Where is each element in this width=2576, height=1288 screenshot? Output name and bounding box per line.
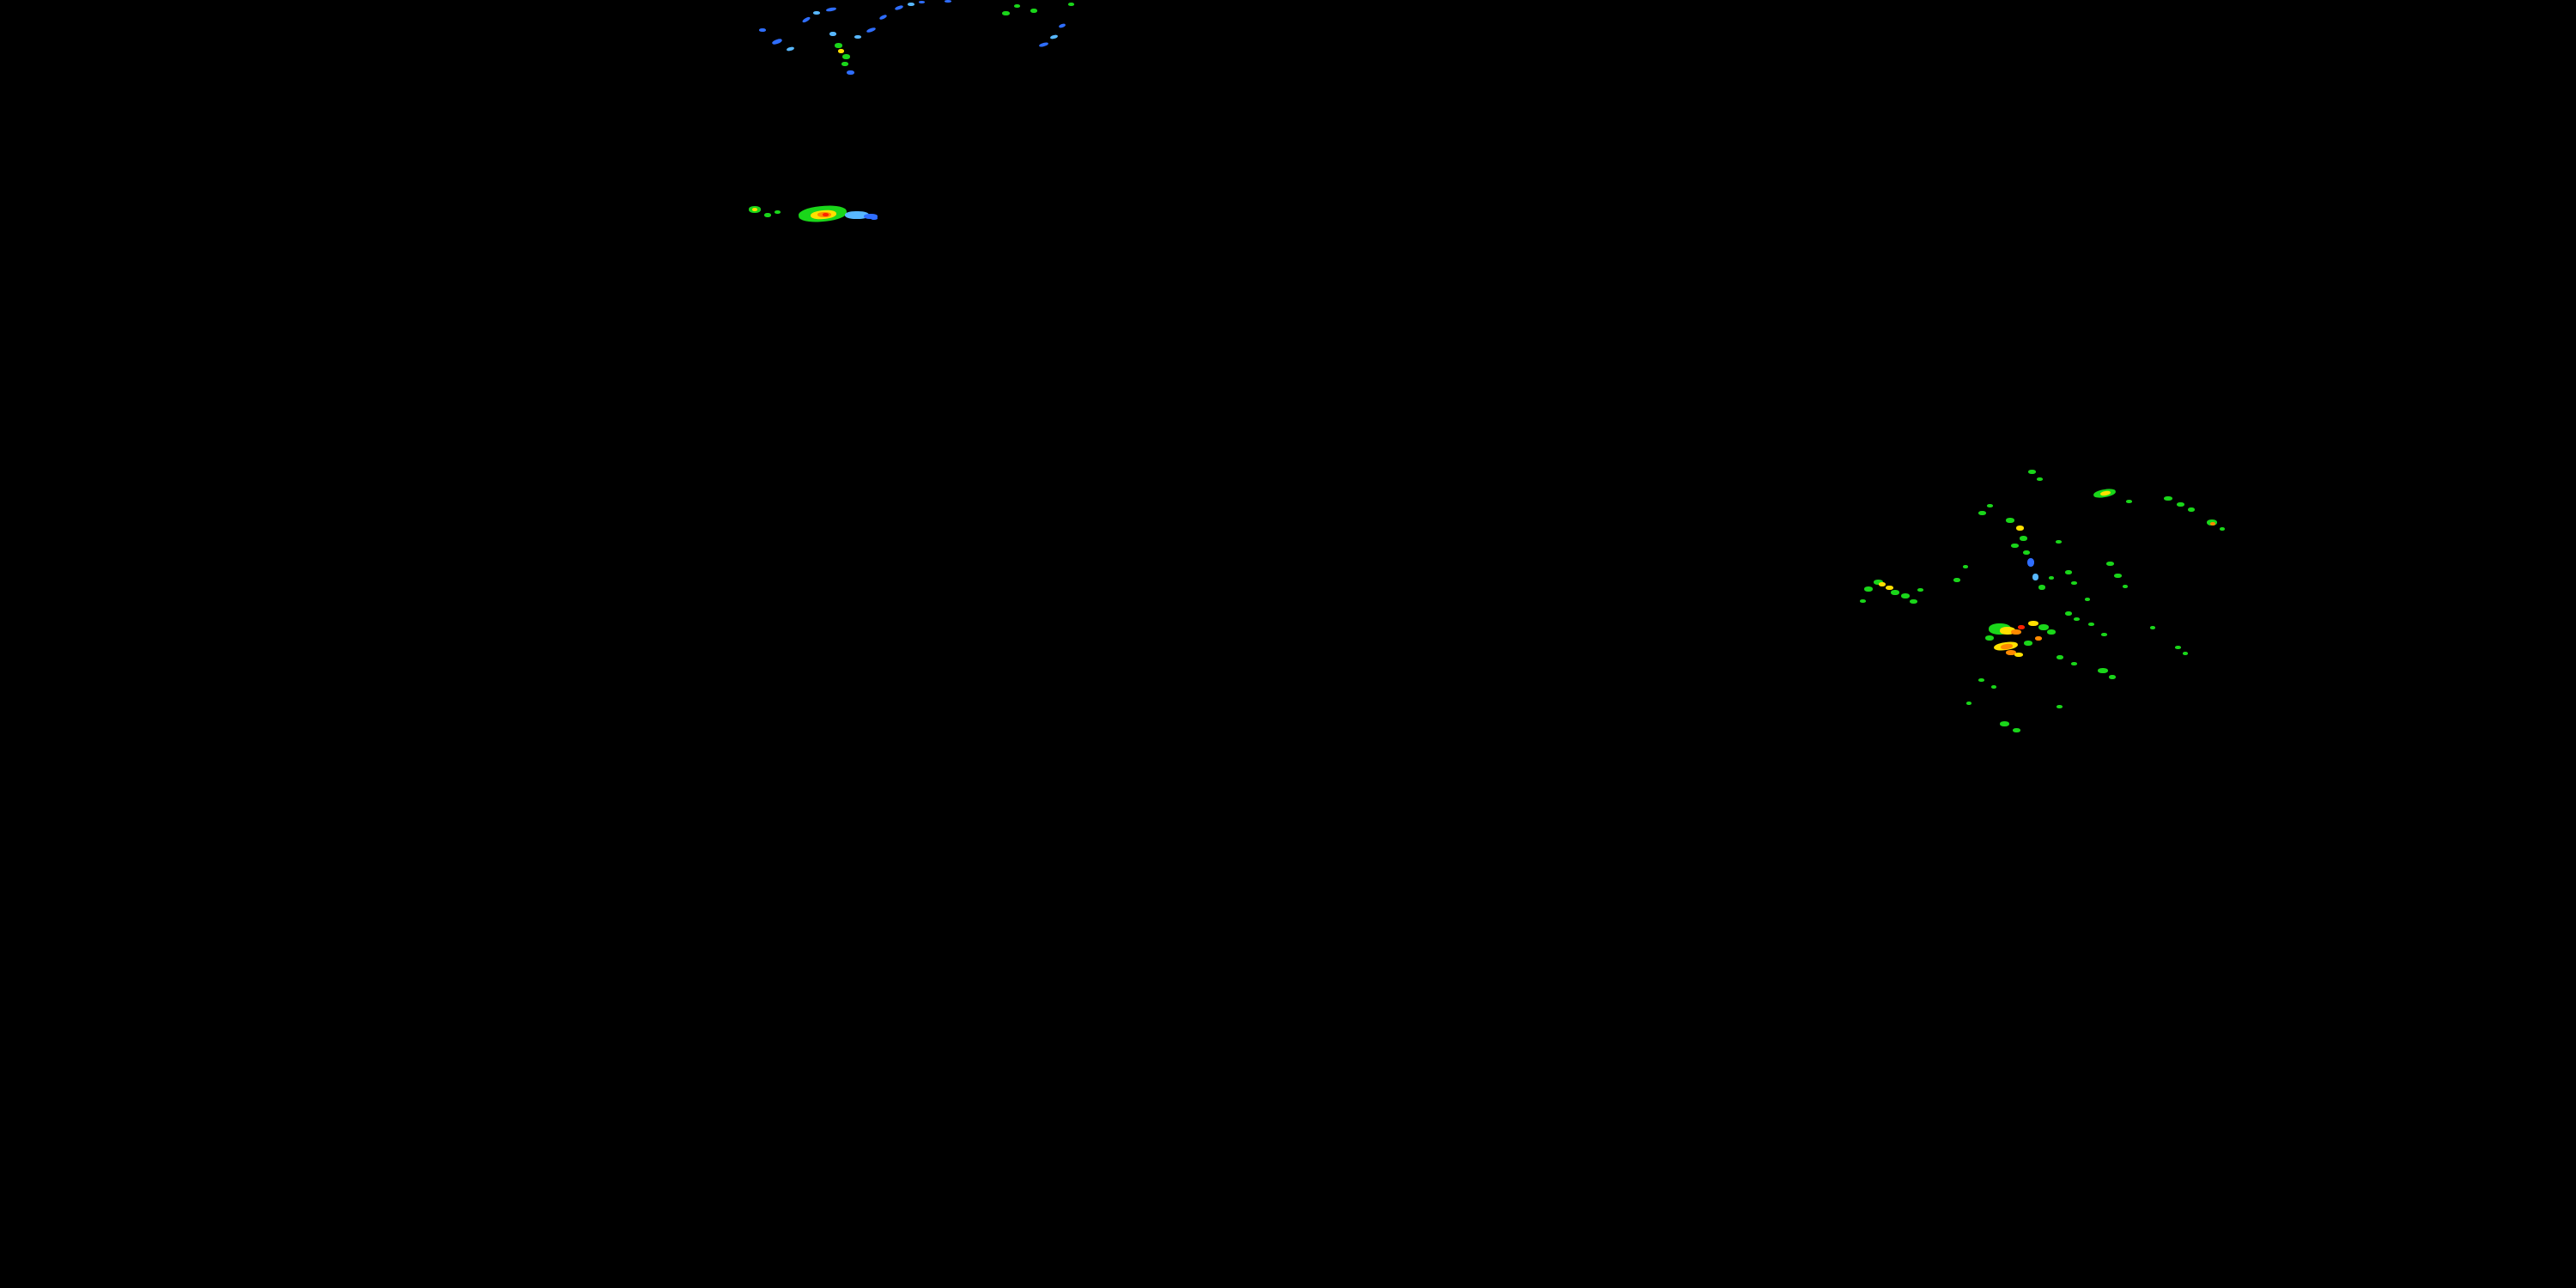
radar-echo	[2011, 544, 2019, 548]
radar-echo	[854, 35, 861, 39]
radar-echo	[2188, 507, 2195, 512]
radar-echo	[866, 27, 877, 33]
radar-echo	[1049, 33, 1059, 40]
radar-echo	[2057, 705, 2063, 708]
radar-echo	[2071, 581, 2077, 585]
radar-echo	[1901, 593, 1910, 598]
radar-echo	[845, 211, 869, 219]
radar-echo	[764, 213, 771, 217]
radar-echo	[945, 0, 951, 3]
radar-echo	[1030, 9, 1037, 13]
radar-echo	[1874, 580, 1883, 585]
radar-echo	[1953, 578, 1960, 582]
radar-echo	[835, 43, 842, 48]
radar-echo	[1891, 590, 1899, 595]
radar-echo	[2088, 623, 2094, 626]
radar-echo	[752, 208, 757, 211]
radar-echo	[823, 213, 829, 216]
radar-echo	[2018, 625, 2025, 629]
radar-echo	[878, 14, 888, 21]
radar-echo	[2164, 496, 2172, 501]
radar-echo	[2123, 585, 2128, 588]
radar-echo	[1038, 41, 1049, 48]
radar-echo	[2000, 721, 2009, 726]
radar-echo	[2027, 558, 2034, 567]
radar-echo	[871, 216, 878, 220]
radar-echo	[1978, 511, 1986, 515]
radar-echo	[829, 32, 836, 36]
radar-echo	[919, 1, 925, 3]
radar-echo	[2183, 652, 2188, 655]
radar-echo	[2024, 641, 2032, 646]
radar-echo	[2037, 477, 2043, 481]
radar-echo	[2126, 500, 2132, 503]
radar-echo	[2006, 518, 2014, 523]
radar-echo	[2074, 617, 2080, 621]
radar-echo	[1991, 685, 1996, 689]
radar-echo	[1910, 599, 1917, 604]
radar-echo	[2013, 728, 2020, 732]
radar-echo	[2032, 574, 2038, 580]
radar-echo	[771, 38, 783, 46]
radar-echo	[825, 6, 837, 13]
radar-echo	[1014, 4, 1020, 8]
radar-echo	[2177, 502, 2184, 507]
radar-echo	[2035, 636, 2042, 641]
radar-echo	[2071, 662, 2077, 665]
radar-echo	[847, 70, 854, 75]
radar-echo	[2056, 540, 2062, 544]
radar-echo	[894, 4, 904, 11]
radar-echo	[1860, 599, 1866, 603]
radar-echo	[813, 11, 820, 15]
radar-echo	[2109, 675, 2116, 679]
radar-echo	[759, 28, 766, 32]
radar-echo	[2016, 526, 2024, 531]
radar-echo	[2014, 653, 2023, 657]
radar-echo	[2006, 650, 2016, 655]
radar-echo	[2106, 562, 2114, 566]
radar-echo	[1002, 11, 1010, 15]
radar-echo	[2057, 655, 2063, 659]
radar-echo	[2114, 574, 2122, 578]
radar-echo	[838, 49, 844, 53]
radar-echo	[1966, 702, 1971, 705]
radar-echo	[1058, 22, 1066, 29]
radar-echo	[1864, 586, 1873, 592]
radar-echo	[842, 54, 850, 59]
radar-echo	[2065, 570, 2072, 574]
radar-echo	[2220, 527, 2225, 531]
radar-echo	[2038, 585, 2045, 590]
radar-echo	[1963, 565, 1968, 568]
radar-echo	[2028, 621, 2038, 626]
radar-echo	[786, 46, 795, 52]
radar-echo	[801, 15, 811, 24]
radar-echo	[908, 3, 914, 6]
radar-echo	[1987, 504, 1993, 507]
radar-echo	[2049, 576, 2054, 580]
radar-echo	[2038, 624, 2049, 630]
radar-echo	[841, 62, 848, 66]
radar-echo	[2210, 522, 2215, 526]
radar-echo	[2023, 550, 2030, 555]
radar-echo	[2011, 629, 2021, 635]
radar-echo	[2101, 633, 2107, 636]
radar-echo	[2028, 470, 2036, 474]
radar-echo	[1068, 3, 1074, 6]
radar-echo	[2085, 598, 2090, 601]
radar-echo	[1985, 635, 1994, 641]
radar-echo	[1879, 582, 1886, 586]
radar-echo	[2175, 646, 2181, 649]
radar-echo	[1917, 588, 1923, 592]
radar-echo	[2000, 627, 2015, 635]
radar-echo	[1978, 678, 1984, 682]
radar-echo	[2098, 668, 2108, 673]
radar-echo	[2047, 629, 2056, 635]
radar-echo	[2065, 611, 2072, 616]
radar-echo	[775, 210, 781, 214]
radar-echo	[2150, 626, 2155, 629]
radar-echo	[2020, 536, 2027, 541]
radar-echo	[1886, 586, 1893, 590]
